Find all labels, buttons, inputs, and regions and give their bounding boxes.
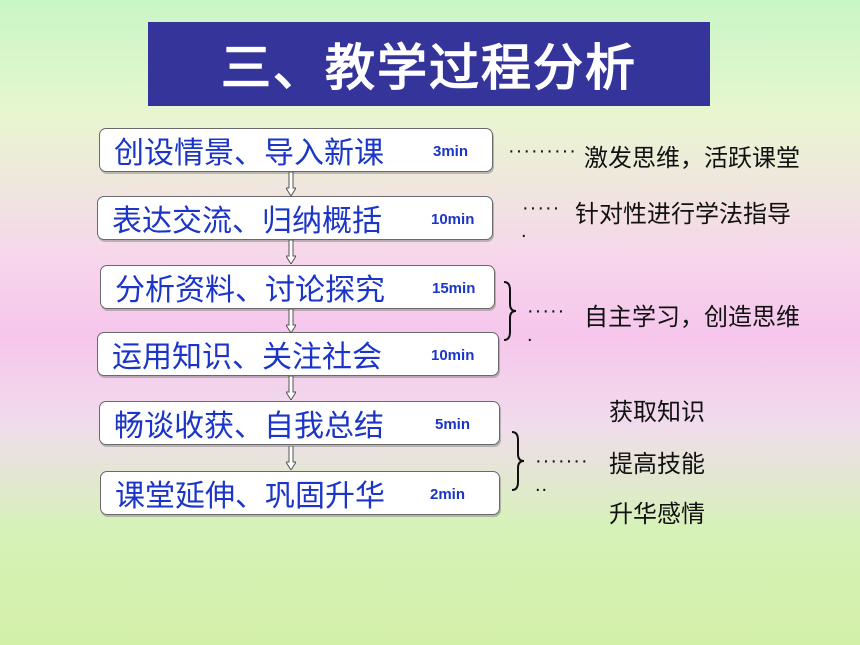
leader-dots: ········· xyxy=(508,140,577,162)
page-title: 三、教学过程分析 xyxy=(221,39,637,97)
leader-dots-tail: . xyxy=(527,324,534,346)
brace-icon xyxy=(511,431,525,491)
step-box-4: 运用知识、关注社会 10min xyxy=(97,332,499,376)
note-text: 针对性进行学法指导 xyxy=(575,200,791,228)
step-label: 畅谈收获、自我总结 xyxy=(114,409,384,444)
leader-dots: ······· xyxy=(535,450,589,472)
note-item: 升华感情 xyxy=(609,500,705,528)
leader-dots-tail: . xyxy=(521,220,528,242)
step-box-1: 创设情景、导入新课 3min xyxy=(99,128,493,172)
down-arrow-icon xyxy=(286,309,296,333)
step-time: 15min xyxy=(432,280,476,297)
down-arrow-icon xyxy=(286,172,296,196)
title-banner: 三、教学过程分析 xyxy=(148,22,710,106)
step-box-6: 课堂延伸、巩固升华 2min xyxy=(100,471,500,515)
step-label: 分析资料、讨论探究 xyxy=(115,273,385,308)
step-time: 2min xyxy=(430,486,466,503)
step-box-3: 分析资料、讨论探究 15min xyxy=(100,265,495,309)
note-text: 激发思维，活跃课堂 xyxy=(584,144,800,172)
step-box-2: 表达交流、归纳概括 10min xyxy=(97,196,493,240)
step-time: 3min xyxy=(433,143,469,160)
down-arrow-icon xyxy=(286,376,296,400)
down-arrow-icon xyxy=(286,446,296,470)
step-label: 创设情景、导入新课 xyxy=(114,136,384,171)
down-arrow-icon xyxy=(286,240,296,264)
leader-dots: ····· xyxy=(527,300,566,322)
note-item: 获取知识 xyxy=(609,398,705,426)
step-label: 课堂延伸、巩固升华 xyxy=(115,479,385,514)
step-label: 运用知识、关注社会 xyxy=(112,340,382,375)
step-time: 5min xyxy=(435,416,471,433)
leader-dots-tail: .. xyxy=(535,474,549,496)
note-text: 自主学习，创造思维 xyxy=(584,303,800,331)
step-time: 10min xyxy=(431,211,475,228)
step-label: 表达交流、归纳概括 xyxy=(112,204,382,239)
leader-dots: ····· xyxy=(522,197,561,219)
step-time: 10min xyxy=(431,347,475,364)
brace-icon xyxy=(503,281,517,341)
step-box-5: 畅谈收获、自我总结 5min xyxy=(99,401,500,445)
note-item: 提高技能 xyxy=(609,450,705,478)
